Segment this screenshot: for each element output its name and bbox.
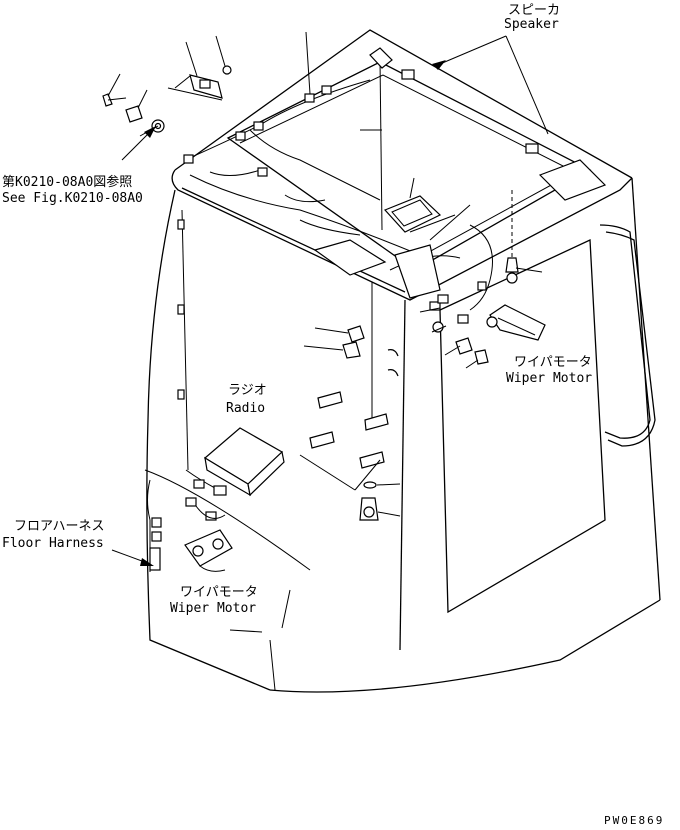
- wiper-right-label-jp: ワイパモータ: [514, 355, 592, 370]
- roof-connectors: [183, 85, 487, 324]
- speaker-bolt: [505, 257, 519, 284]
- wiper-left-label-jp: ワイパモータ: [180, 585, 258, 600]
- grab-handle: [599, 224, 656, 447]
- radio-label-jp: ラジオ: [228, 383, 267, 398]
- wiper-right-label-en: Wiper Motor: [506, 371, 592, 386]
- radio-label-en: Radio: [226, 401, 265, 416]
- see-fig-label-en: See Fig.K0210-08A0: [2, 191, 143, 206]
- wiper-left-label-en: Wiper Motor: [170, 601, 256, 616]
- radio-unit: [185, 427, 285, 521]
- speaker-right: [525, 143, 607, 201]
- cab-outline: [144, 29, 661, 693]
- speaker-left: [369, 47, 415, 80]
- floor-harness-connectors: [149, 517, 162, 572]
- arrow-floor-harness: [111, 549, 154, 566]
- see-fig-label-jp: 第K0210-08A0図参照: [2, 174, 132, 190]
- floor-harness-label-en: Floor Harness: [2, 536, 104, 551]
- wall-clips: [177, 219, 185, 400]
- drawing-code: PW0E869: [604, 814, 664, 827]
- bolt-group-topleft: [102, 93, 165, 133]
- wiper-motor-left: [184, 529, 233, 572]
- bolt-group-middle: [303, 325, 399, 377]
- arrow-speaker: [432, 60, 446, 70]
- floor-harness-label-jp: フロアハーネス: [14, 519, 104, 534]
- leader-lines: [107, 31, 549, 356]
- clamp-plates: [299, 391, 401, 521]
- speaker-label-jp: スピーカ: [508, 3, 560, 18]
- speaker-label-en: Speaker: [504, 17, 559, 32]
- roof-console: [313, 195, 442, 299]
- arrow-see-fig: [121, 126, 156, 161]
- mount-bracket: [167, 65, 232, 101]
- wiper-motor-right: [432, 304, 546, 369]
